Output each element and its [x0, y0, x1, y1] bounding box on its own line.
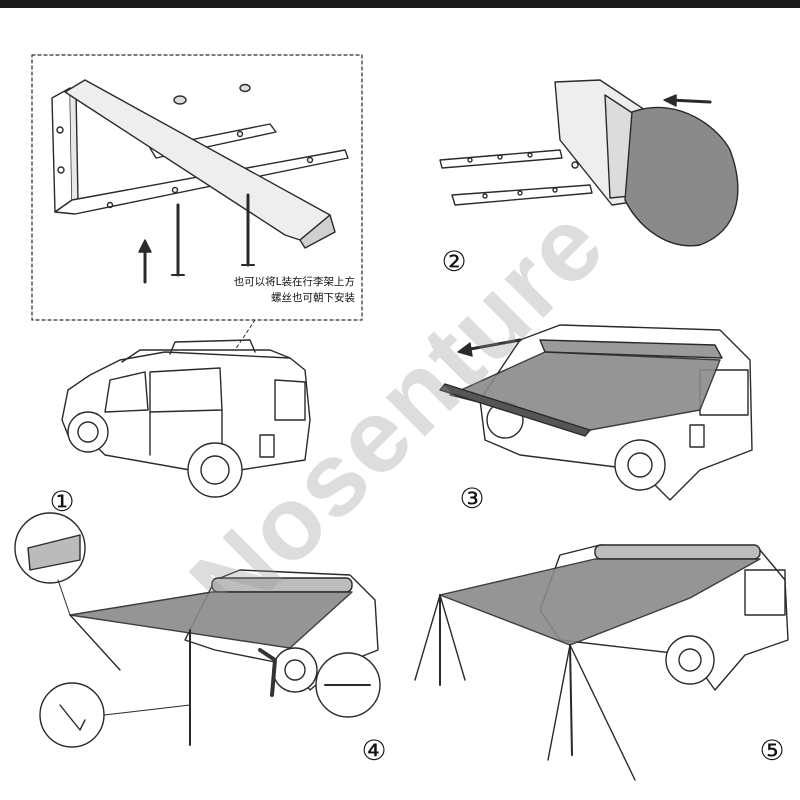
- note-line-2: 螺丝也可朝下安装: [271, 292, 355, 304]
- step-label-1: ①: [49, 485, 75, 518]
- step-label-3: ③: [459, 482, 485, 515]
- car-step-5: [414, 544, 789, 781]
- car-step-4: [14, 512, 381, 748]
- step-label-2: ②: [441, 245, 467, 278]
- step-label-5: ⑤: [759, 734, 785, 767]
- bracket-detail-inset: [31, 54, 363, 321]
- top-border-bar: [0, 0, 800, 8]
- step-label-4: ④: [361, 734, 387, 767]
- car-step-1: [61, 339, 311, 498]
- awning-bracket-step-2: [439, 79, 739, 247]
- car-step-3: [439, 324, 753, 501]
- bracket-install-note: 也可以将L装在行李架上方 螺丝也可朝下安装: [187, 274, 355, 306]
- note-line-1: 也可以将L装在行李架上方: [233, 276, 355, 288]
